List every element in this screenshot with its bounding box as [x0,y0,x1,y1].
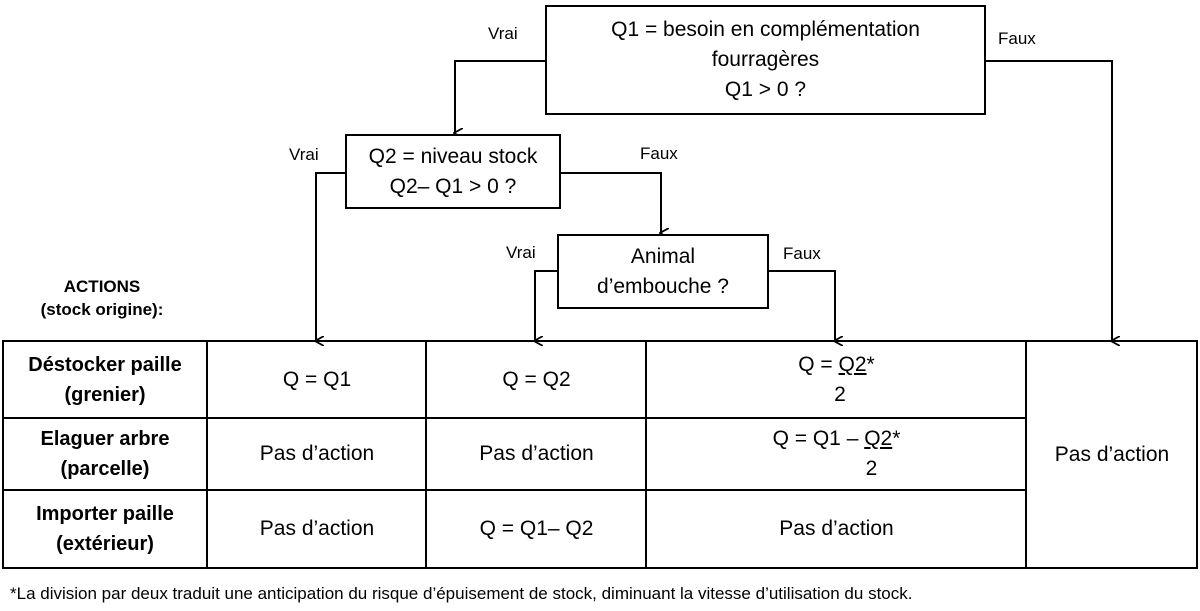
formula-denominator: 2 [865,457,878,480]
row-header-line1: Déstocker paille [28,354,182,376]
footnote: *La division par deux traduit une antici… [10,584,913,603]
row-header-line2: (extérieur) [56,533,154,555]
decision-q2-line1: Q2 = niveau stock [368,144,538,168]
label-q1-true: Vrai [488,24,518,43]
formula-denominator: 2 [834,383,846,406]
formula-numerator: Q = Q2* [798,353,875,376]
actions-header: ACTIONS (stock origine): [22,275,182,321]
label-q1-false: Faux [998,29,1036,48]
row-header-line1: Importer paille [36,503,174,525]
decision-q1-line2: fourragères [711,48,820,71]
label-q2-false: Faux [640,144,678,163]
arrow-q1-false [985,60,1112,341]
cell-r1c2: Q = Q2 [502,368,571,391]
decision-q1: Q1 = besoin en complémentation fourragèr… [545,5,986,115]
row-header-line2: (parcelle) [60,458,150,480]
decision-q1-line1: Q1 = besoin en complémentation [611,18,920,41]
cell-r3c2: Q = Q1– Q2 [479,517,594,540]
decision-q2-line2: Q2– Q1 > 0 ? [389,174,517,198]
formula-numerator: Q = Q1 – Q2* [772,427,901,450]
decision-q3-line1: Animal [630,244,696,268]
cell-r2c1: Pas d’action [259,442,375,465]
formula-underlined: Q2 [838,353,867,376]
actions-header-line2: (stock origine): [40,300,164,319]
label-q3-false: Faux [783,244,821,263]
arrow-q2-true [316,172,345,341]
row-header-line1: Elaguer arbre [40,428,170,450]
decision-q1-line3: Q1 > 0 ? [724,78,807,101]
cell-r3c3: Pas d’action [779,517,894,540]
cell-r3c1: Pas d’action [259,517,375,540]
arrow-q2-false [560,172,661,233]
decision-q2: Q2 = niveau stock Q2– Q1 > 0 ? [345,134,561,209]
row-header-elaguer: Elaguer arbre (parcelle) [5,419,205,489]
cell-c4-merged: Pas d’action [1054,443,1170,466]
row-header-importer: Importer paille (extérieur) [5,491,205,567]
row-header-line2: (grenier) [64,384,146,406]
decision-q3: Animal d’embouche ? [557,234,769,309]
arrow-q3-false [768,270,835,341]
cell-r1c3: Q = Q2* 2 [647,343,1026,417]
label-q3-true: Vrai [506,243,536,262]
cell-r1c1: Q = Q1 [282,368,352,391]
label-q2-true: Vrai [289,145,319,164]
arrow-q3-true [535,270,557,341]
formula-underlined: Q2 [864,427,893,450]
cell-r2c3: Q = Q1 – Q2* 2 [647,419,1026,489]
arrow-q1-true [455,60,545,133]
row-header-destocker: Déstocker paille (grenier) [5,343,205,417]
actions-table-grid [2,340,1198,569]
decision-q3-line2: d’embouche ? [597,274,729,298]
cell-r2c2: Pas d’action [479,442,594,465]
actions-header-line1: ACTIONS [63,277,141,296]
